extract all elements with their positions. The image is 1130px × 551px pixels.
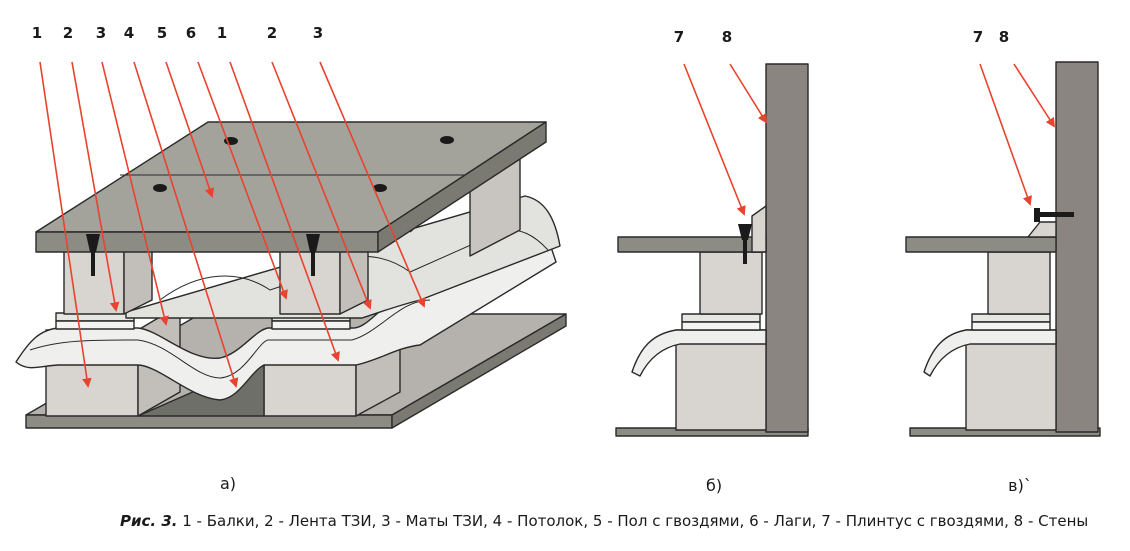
callout-a-2: 2 <box>62 24 74 42</box>
tape-c <box>971 313 1051 323</box>
tzi-tape-left <box>55 312 135 330</box>
arrow-c-7 <box>979 63 1032 206</box>
figure-caption: Рис. 3. 1 - Балки, 2 - Лента ТЗИ, 3 - Ма… <box>120 512 1110 530</box>
callout-a-5: 5 <box>156 24 168 42</box>
base-board-side <box>391 313 567 429</box>
panel-a-drawing <box>15 121 567 429</box>
lag-b <box>699 251 763 315</box>
base-board-front <box>25 414 393 429</box>
floor-c <box>905 236 1057 253</box>
callout-a-1: 1 <box>31 24 43 42</box>
beam-c <box>965 329 1057 431</box>
beam-b <box>675 329 767 431</box>
plinth-b <box>751 205 767 253</box>
panel-c-drawing <box>905 61 1101 437</box>
lag-left <box>63 235 153 315</box>
arrow-a-6 <box>197 61 288 300</box>
arrow-c-8 <box>1013 63 1056 128</box>
arrow-a-1 <box>39 61 92 388</box>
floor-side <box>377 121 547 253</box>
arrow-a-3b <box>319 61 426 308</box>
mat-b <box>631 329 767 377</box>
figure-legend-text: 1 - Балки, 2 - Лента ТЗИ, 3 - Маты ТЗИ, … <box>177 512 1089 530</box>
callout-a-1b: 1 <box>216 24 228 42</box>
plinth-c <box>1027 221 1057 238</box>
plinth-nail-b <box>738 224 752 264</box>
leader-arrows <box>39 61 1056 388</box>
arrow-a-5 <box>165 61 215 198</box>
callout-a-4: 4 <box>123 24 135 42</box>
nails <box>86 234 320 276</box>
arrow-a-4 <box>133 61 239 388</box>
lag-c <box>987 251 1051 315</box>
tape-b <box>681 313 761 323</box>
callout-c-8: 8 <box>998 28 1010 46</box>
callout-a-2b: 2 <box>266 24 278 42</box>
panel-b-drawing <box>615 63 809 437</box>
arrow-b-8 <box>729 63 768 124</box>
figure-number: Рис. 3. <box>120 512 178 530</box>
callout-a-6: 6 <box>185 24 197 42</box>
nail-heads <box>153 136 454 192</box>
panel-label-b: б) <box>705 476 723 495</box>
panel-label-a: а) <box>219 474 237 493</box>
panel-label-c: в)` <box>1008 476 1032 495</box>
callout-b-8: 8 <box>721 28 733 46</box>
plinth-nail-c <box>1034 208 1074 222</box>
wall-b <box>765 63 809 433</box>
arrow-a-3 <box>101 61 169 326</box>
arrow-a-2 <box>71 61 120 312</box>
mat-c <box>923 329 1057 377</box>
wall-c <box>1055 61 1099 433</box>
callout-a-3b: 3 <box>312 24 324 42</box>
arrow-b-7 <box>683 63 746 216</box>
arrow-a-1b <box>229 61 340 362</box>
arrow-a-2b <box>271 61 372 310</box>
callout-b-7: 7 <box>673 28 685 46</box>
callout-a-3: 3 <box>95 24 107 42</box>
callout-c-7: 7 <box>972 28 984 46</box>
